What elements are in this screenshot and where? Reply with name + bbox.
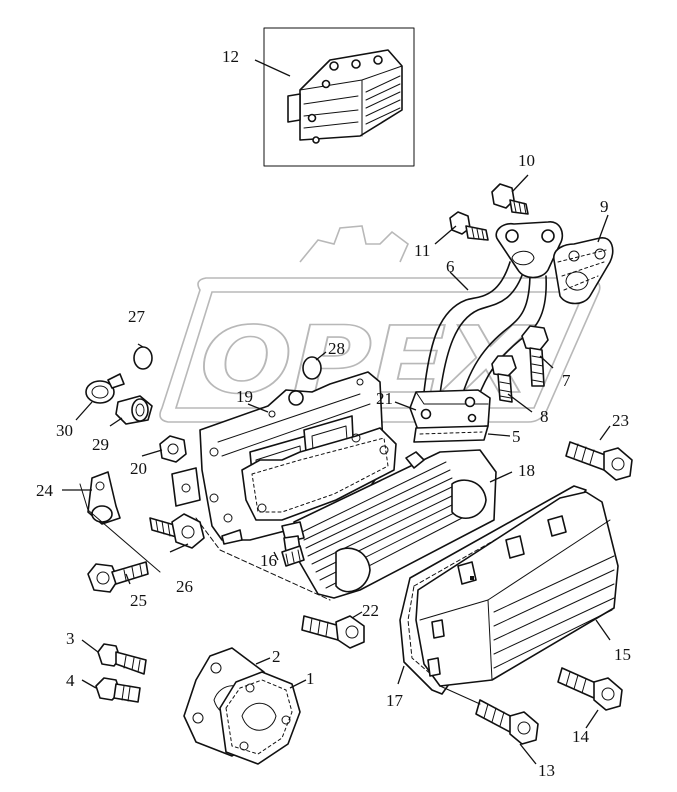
callout-29: 29 bbox=[92, 435, 109, 454]
part-7-banjo-bolt bbox=[521, 325, 549, 387]
callout-16: 16 bbox=[260, 551, 277, 570]
part-25-bolt bbox=[87, 561, 149, 593]
callout-6: 6 bbox=[446, 257, 455, 276]
callout-22: 22 bbox=[362, 601, 379, 620]
part-30-hose-clamp bbox=[85, 373, 125, 404]
part-23-bolt bbox=[565, 441, 633, 481]
callout-24: 24 bbox=[36, 481, 54, 500]
callout-3: 3 bbox=[66, 629, 75, 648]
part-28-o-ring bbox=[302, 356, 322, 380]
part-15-cooler-cover bbox=[415, 491, 619, 687]
part-6-oil-pipe bbox=[423, 261, 547, 399]
part-27-o-ring bbox=[133, 346, 153, 370]
callout-2: 2 bbox=[272, 647, 281, 666]
callout-27: 27 bbox=[128, 307, 146, 326]
part-12-inset bbox=[263, 27, 415, 167]
callout-9: 9 bbox=[600, 197, 609, 216]
callout-5: 5 bbox=[512, 427, 521, 446]
part-26-bolt bbox=[149, 513, 205, 549]
part-4-bolt bbox=[95, 677, 141, 703]
part-9-flange-gasket bbox=[553, 237, 614, 305]
callout-11: 11 bbox=[414, 241, 430, 260]
part-21-lower-flange bbox=[409, 389, 491, 431]
callout-23: 23 bbox=[612, 411, 629, 430]
part-3-bolt bbox=[97, 643, 147, 675]
callout-20: 20 bbox=[130, 459, 147, 478]
callout-15: 15 bbox=[614, 645, 631, 664]
part-18-cooler-core bbox=[281, 449, 497, 599]
part-10-bolt bbox=[491, 183, 529, 215]
callout-19: 19 bbox=[236, 387, 253, 406]
callout-labels: 1 2 3 4 5 6 7 8 9 10 11 12 13 14 15 16 1… bbox=[36, 47, 631, 780]
callout-21: 21 bbox=[376, 389, 393, 408]
leader-lines bbox=[62, 59, 611, 765]
part-20-nut bbox=[159, 435, 187, 463]
callout-12: 12 bbox=[222, 47, 239, 66]
part-5-lower-gasket bbox=[413, 425, 489, 443]
callout-17: 17 bbox=[386, 691, 404, 710]
callout-7: 7 bbox=[562, 371, 571, 390]
callout-4: 4 bbox=[66, 671, 75, 690]
callout-1: 1 bbox=[306, 669, 315, 688]
part-6-upper-flange bbox=[495, 221, 564, 279]
callout-8: 8 bbox=[540, 407, 549, 426]
callout-10: 10 bbox=[518, 151, 535, 170]
part-29-fitting bbox=[115, 395, 153, 425]
part-1-gasket bbox=[219, 671, 301, 765]
part-24-bracket bbox=[87, 471, 121, 525]
callout-13: 13 bbox=[538, 761, 555, 780]
callout-30: 30 bbox=[56, 421, 73, 440]
callout-25: 25 bbox=[130, 591, 147, 610]
callout-28: 28 bbox=[328, 339, 345, 358]
part-13-bolt bbox=[475, 699, 539, 745]
callout-14: 14 bbox=[572, 727, 590, 746]
callout-26: 26 bbox=[176, 577, 193, 596]
part-14-bolt bbox=[557, 667, 623, 711]
part-22-bolt bbox=[301, 615, 365, 649]
callout-18: 18 bbox=[518, 461, 535, 480]
part-16-bolt bbox=[281, 545, 305, 567]
housing-gasket bbox=[241, 427, 397, 521]
